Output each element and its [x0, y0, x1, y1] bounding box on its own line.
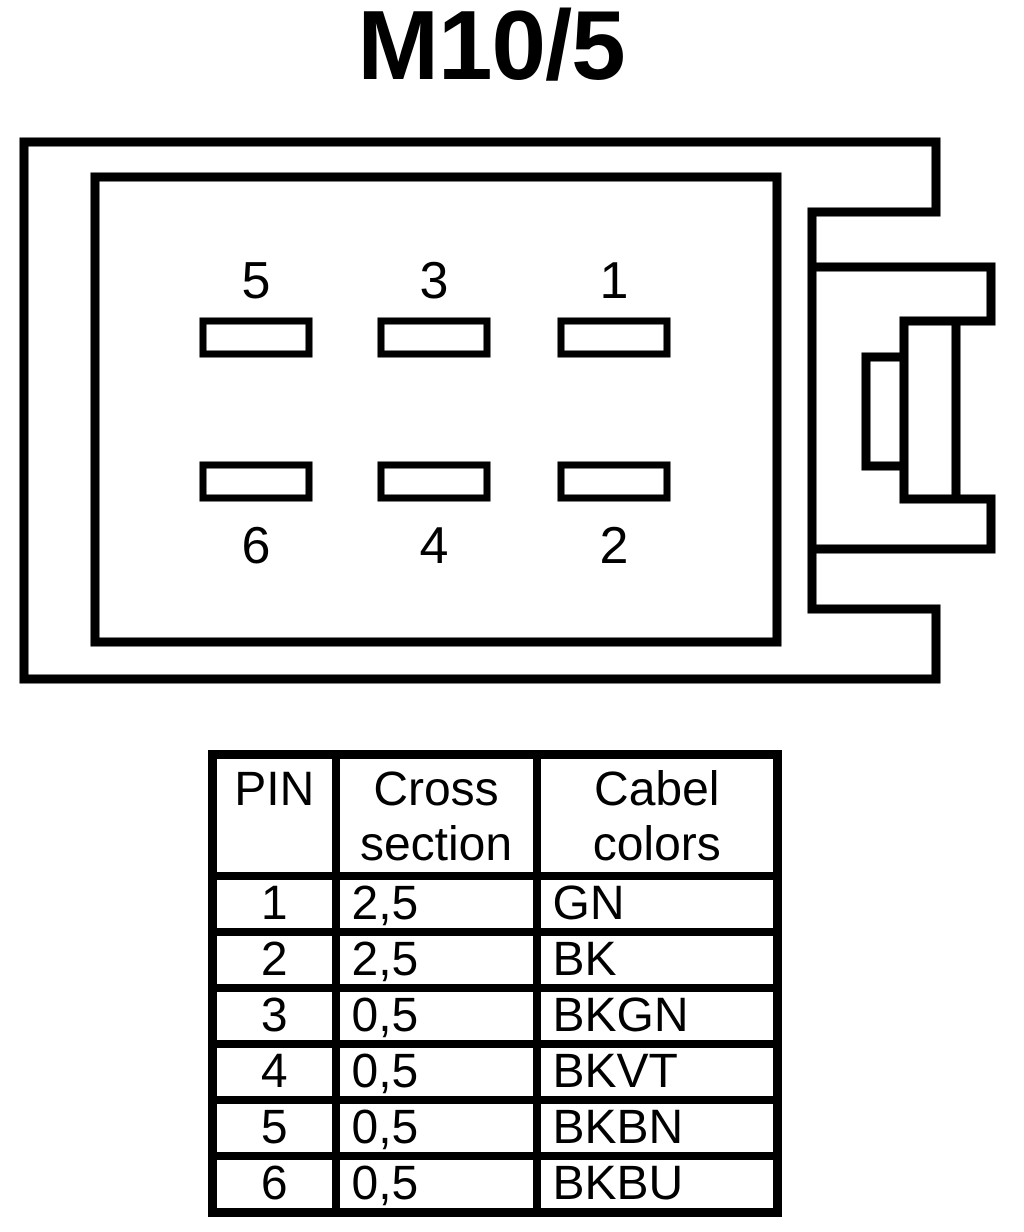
cell-cross-section: 0,5 [331, 1152, 541, 1217]
cell-cable-color: BKGN [532, 984, 782, 1048]
cell-cross-section: 0,5 [331, 1040, 541, 1104]
col-header-pin: PIN [208, 750, 340, 880]
cell-cross-section: 0,5 [331, 1096, 541, 1160]
header-cross-line2: section [359, 818, 513, 871]
pin-table: PIN Cross section Cabel colors 1 2,5 GN … [208, 750, 782, 1217]
pin-label-1: 1 [600, 252, 629, 310]
diagram-title: M10/5 [357, 0, 625, 100]
cell-cable-color: BKBU [532, 1152, 782, 1217]
table-row: 5 0,5 BKBN [208, 1096, 782, 1160]
table-row: 3 0,5 BKGN [208, 984, 782, 1048]
pin-slot-1 [557, 317, 671, 358]
pin-slot-5 [199, 317, 313, 358]
cell-pin: 5 [208, 1096, 340, 1160]
table-row: 2 2,5 BK [208, 928, 782, 992]
pin-label-3: 3 [420, 252, 449, 310]
cell-cable-color: BKBN [532, 1096, 782, 1160]
cell-cross-section: 0,5 [331, 984, 541, 1048]
cell-pin: 6 [208, 1152, 340, 1217]
header-cabel-line2: colors [592, 818, 721, 871]
pin-slot-4 [377, 461, 491, 502]
col-header-cross-section: Cross section [331, 750, 541, 880]
pin-slot-6 [199, 461, 313, 502]
connector-keyway-key [861, 352, 909, 471]
pin-label-4: 4 [420, 517, 449, 575]
col-header-cable-colors: Cabel colors [532, 750, 782, 880]
cell-pin: 3 [208, 984, 340, 1048]
header-pin-label: PIN [234, 763, 315, 816]
cell-cross-section: 2,5 [331, 872, 541, 936]
table-row: 1 2,5 GN [208, 872, 782, 936]
cell-pin: 4 [208, 1040, 340, 1104]
pin-label-6: 6 [242, 517, 271, 575]
cell-cable-color: GN [532, 872, 782, 936]
table-row: 6 0,5 BKBU [208, 1152, 782, 1217]
pin-slot-3 [377, 317, 491, 358]
cell-pin: 1 [208, 872, 340, 936]
cell-cross-section: 2,5 [331, 928, 541, 992]
table-header-row: PIN Cross section Cabel colors [208, 750, 782, 880]
header-cross-line1: Cross [373, 763, 499, 816]
connector-housing-outline [19, 137, 941, 684]
cell-cable-color: BKVT [532, 1040, 782, 1104]
connector-inner-face [90, 172, 782, 647]
cell-pin: 2 [208, 928, 340, 992]
header-cabel-line1: Cabel [594, 763, 720, 816]
pin-label-5: 5 [242, 252, 271, 310]
pin-label-2: 2 [600, 517, 629, 575]
pin-slot-2 [557, 461, 671, 502]
cell-cable-color: BK [532, 928, 782, 992]
table-row: 4 0,5 BKVT [208, 1040, 782, 1104]
